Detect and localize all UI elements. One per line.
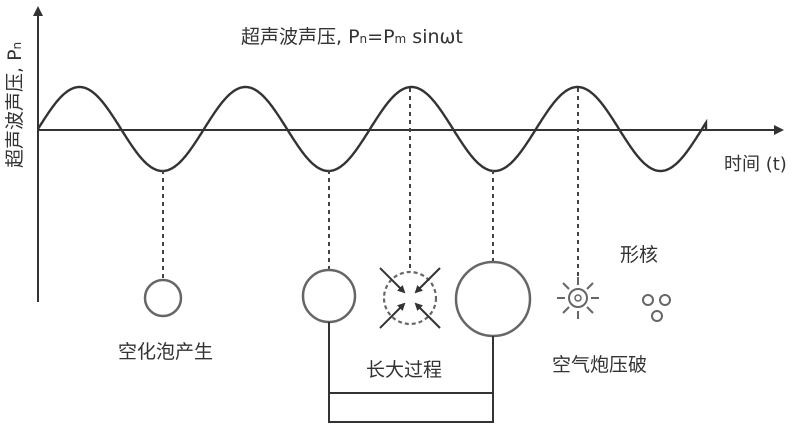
stage-label-collapse: 空气炮压破 — [552, 354, 647, 376]
formula-title: 超声波声压, Pn=Pm sinωt — [241, 26, 463, 48]
bubble-large — [454, 260, 532, 338]
bubble-small — [143, 278, 183, 318]
bubble-compression — [379, 267, 441, 329]
growth-bracket — [328, 322, 494, 423]
bubble-collapse-burst — [557, 277, 599, 319]
stage-label-generation: 空化泡产生 — [118, 341, 213, 363]
nucleation-bubbles — [642, 294, 671, 322]
stage-label-nucleation: 形核 — [620, 244, 658, 266]
stage-label-growth: 长大过程 — [366, 359, 442, 381]
bubble-medium — [301, 268, 357, 324]
y-axis-label: 超声波声压, Pn — [4, 42, 26, 168]
pressure-sine-wave — [36, 85, 708, 173]
x-axis-label: 时间 (t) — [724, 154, 787, 175]
